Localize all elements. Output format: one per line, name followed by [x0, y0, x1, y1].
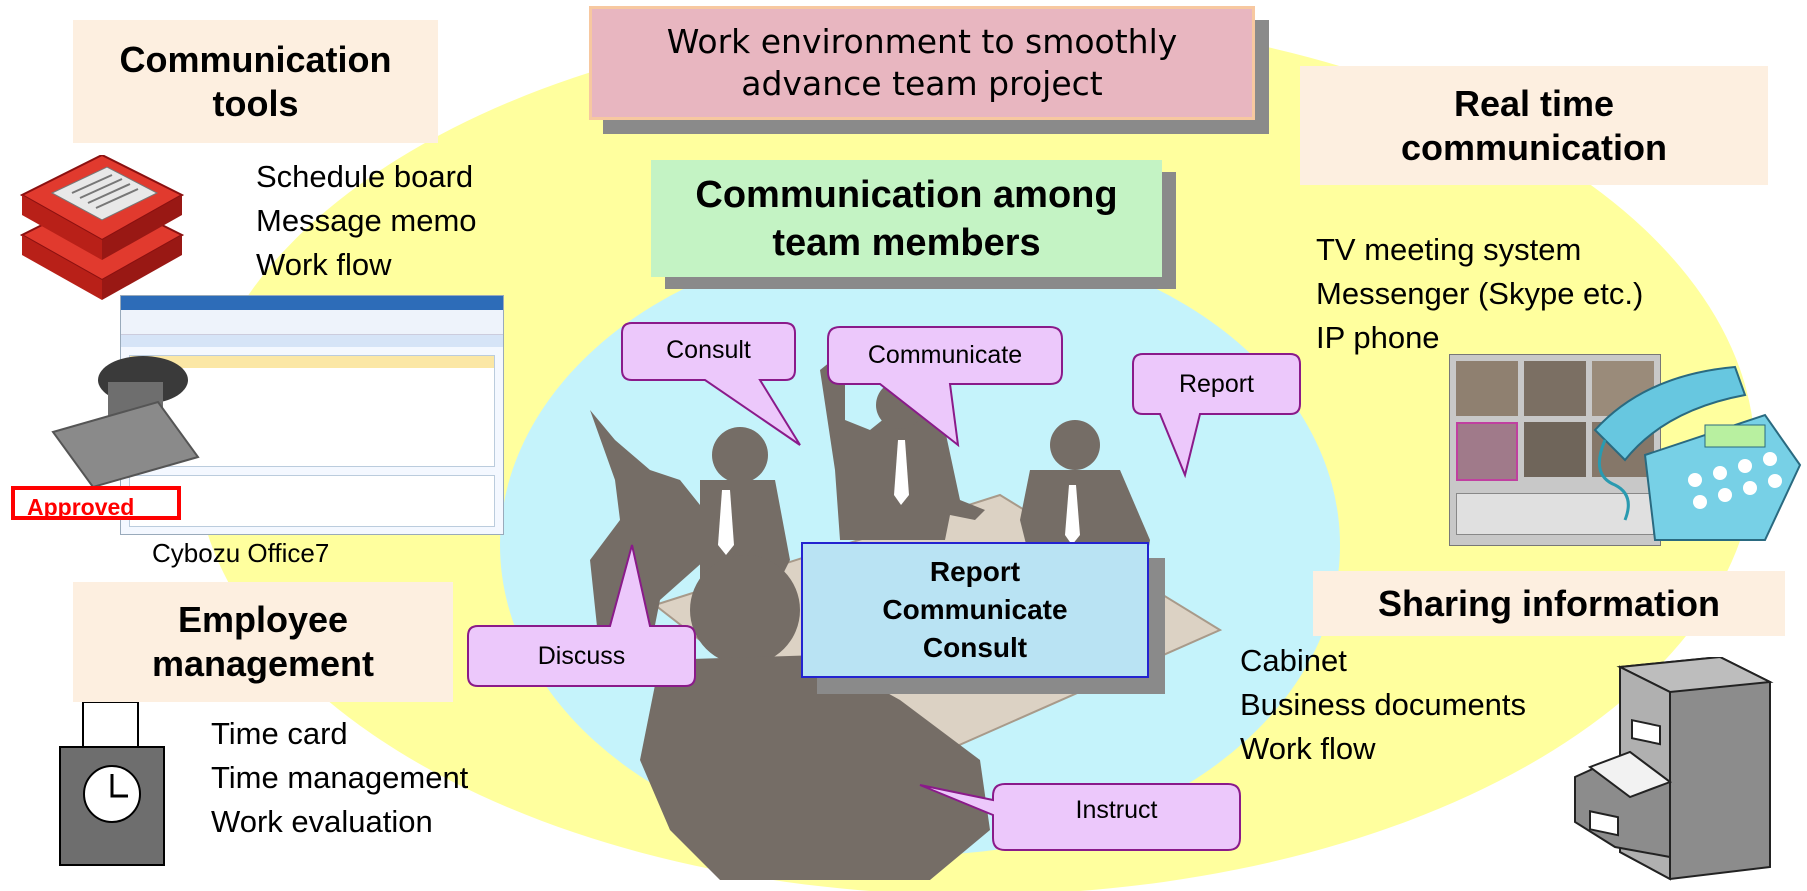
employee-management-title-2: management	[151, 643, 375, 684]
instruct-bubble-shape	[919, 783, 1241, 851]
communicate-bubble: Communicate	[867, 341, 1023, 369]
core-line-3: Consult	[922, 632, 1028, 663]
core-box: Report Communicate Consult	[801, 542, 1149, 678]
employee-management-panel: Employee management	[73, 582, 453, 702]
file-cabinet-icon	[1574, 657, 1774, 881]
list-item: TV meeting system	[1316, 232, 1582, 267]
phone-icon	[1593, 365, 1802, 541]
screenshot-caption: Cybozu Office7	[152, 538, 330, 568]
sharing-information-title: Sharing information	[1378, 582, 1720, 624]
report-bubble-shape	[1132, 353, 1301, 479]
communicate-bubble-shape	[827, 326, 1063, 448]
title-banner: Work environment to smoothly advance tea…	[589, 6, 1255, 120]
communication-tools-title-1: Communication	[119, 38, 392, 80]
approved-stamp-icon	[51, 356, 200, 489]
document-tray-icon	[19, 155, 185, 300]
core-line-1: Report	[929, 556, 1021, 587]
list-item: Messenger (Skype etc.)	[1316, 276, 1644, 311]
list-item: IP phone	[1316, 320, 1440, 355]
core-line-2: Communicate	[882, 594, 1068, 625]
communication-tools-panel: Communication tools	[73, 20, 438, 143]
instruct-bubble: Instruct	[1075, 796, 1158, 824]
sharing-information-list: Cabinet Business documents Work flow	[1240, 639, 1526, 771]
ties	[718, 440, 1080, 555]
time-clock-icon	[59, 702, 165, 866]
list-item: Work evaluation	[211, 804, 433, 839]
real-time-title-2: communication	[1400, 126, 1668, 168]
communication-tools-title-2: tools	[212, 82, 299, 124]
discuss-bubble: Discuss	[537, 642, 626, 670]
employee-management-list: Time card Time management Work evaluatio…	[211, 712, 468, 844]
list-item: Work flow	[256, 247, 392, 282]
list-item: Schedule board	[256, 159, 474, 194]
list-item: Time management	[211, 760, 469, 795]
report-bubble: Report	[1178, 370, 1255, 398]
sharing-information-panel: Sharing information	[1313, 571, 1785, 636]
title-line-2: advance team project	[741, 64, 1103, 103]
real-time-title-1: Real time	[1453, 82, 1615, 124]
real-time-list: TV meeting system Messenger (Skype etc.)…	[1316, 228, 1643, 360]
consult-bubble-shape	[621, 322, 801, 446]
discuss-bubble-shape	[467, 544, 696, 687]
consult-bubble: Consult	[666, 336, 751, 364]
team-box-line-1: Communication among	[695, 173, 1118, 216]
list-item: Business documents	[1240, 687, 1527, 722]
team-communication-box: Communication among team members	[651, 160, 1162, 277]
team-box-line-2: team members	[772, 221, 1041, 264]
communication-tools-list: Schedule board Message memo Work flow	[256, 155, 477, 287]
list-item: Work flow	[1240, 731, 1376, 766]
title-line-1: Work environment to smoothly	[666, 22, 1178, 61]
employee-management-title-1: Employee	[177, 599, 349, 640]
speech-bubbles	[467, 322, 1301, 851]
list-item: Time card	[211, 716, 348, 751]
approved-label: Approved	[11, 486, 181, 520]
list-item: Message memo	[256, 203, 477, 238]
real-time-panel: Real time communication	[1300, 66, 1768, 185]
list-item: Cabinet	[1240, 643, 1347, 678]
